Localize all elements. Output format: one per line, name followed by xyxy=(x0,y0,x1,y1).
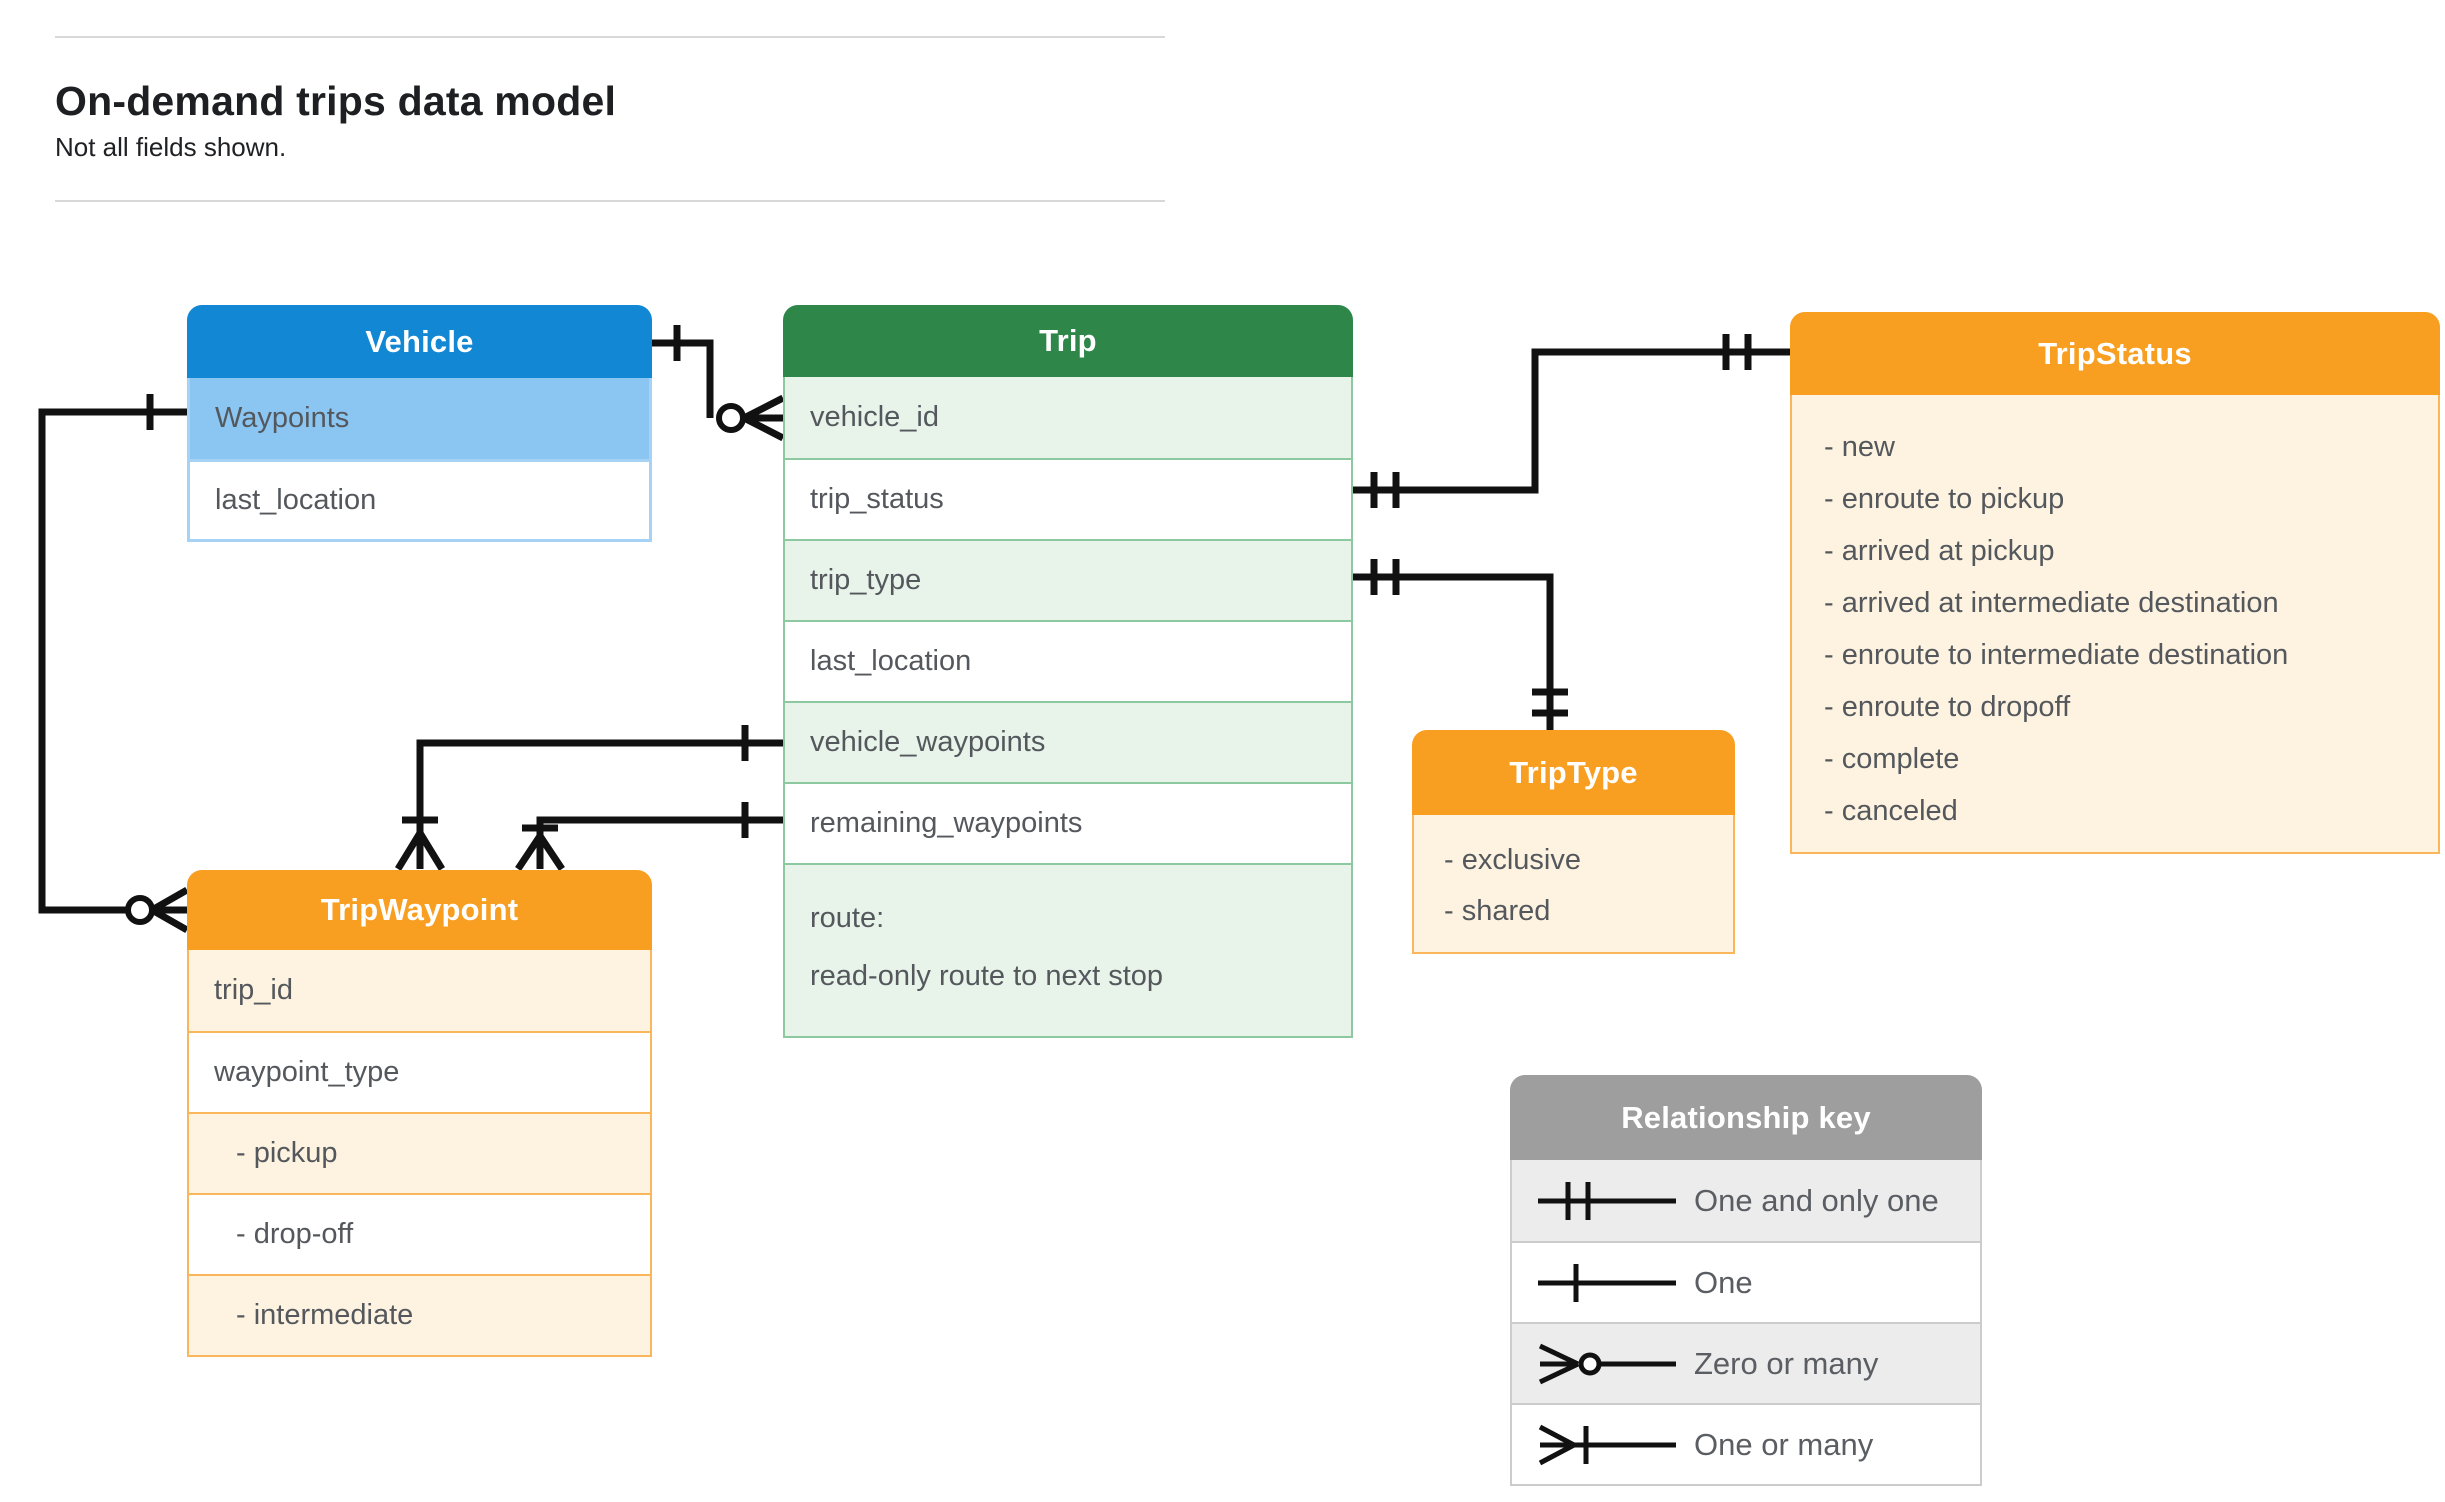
entity-tripwaypoint: TripWaypoint trip_id waypoint_type - pic… xyxy=(187,870,652,1357)
enum-value: - arrived at pickup xyxy=(1824,535,2055,567)
field-row-trip-id: trip_id xyxy=(189,950,650,1031)
enum-value: - enroute to intermediate destination xyxy=(1824,639,2289,671)
entity-vehicle-body: Waypoints last_location xyxy=(187,378,652,542)
field-row-trip-type: trip_type xyxy=(785,539,1351,620)
legend-label: One and only one xyxy=(1694,1182,1939,1218)
legend-item-zero-or-many: Zero or many xyxy=(1512,1322,1980,1403)
double-tick-icon xyxy=(1722,334,1752,370)
one-or-many-icon xyxy=(1538,1424,1676,1465)
entity-trip-header: Trip xyxy=(783,305,1353,377)
legend-label: Zero or many xyxy=(1694,1345,1879,1381)
top-divider xyxy=(55,36,1165,38)
enum-value: - arrived at intermediate destination xyxy=(1824,587,2279,619)
field-row-route: route: read-only route to next stop xyxy=(785,863,1351,1036)
entity-triptype-body: - exclusive - shared xyxy=(1412,815,1735,954)
page-subtitle: Not all fields shown. xyxy=(55,132,287,162)
zero-circle-icon xyxy=(716,403,746,433)
entity-trip-body: vehicle_id trip_status trip_type last_lo… xyxy=(783,377,1353,1038)
field-row-trip-status: trip_status xyxy=(785,458,1351,539)
enum-value: - canceled xyxy=(1824,795,1958,827)
crow-foot-icon xyxy=(742,394,785,442)
enum-row-pickup: - pickup xyxy=(189,1112,650,1193)
legend-item-one: One xyxy=(1512,1241,1980,1322)
heading-bottom-divider xyxy=(55,200,1165,202)
legend-label: One xyxy=(1694,1264,1753,1300)
zero-circle-icon xyxy=(125,895,155,925)
entity-vehicle: Vehicle Waypoints last_location xyxy=(187,305,652,542)
enum-value: - new xyxy=(1824,431,1895,463)
page-title: On-demand trips data model xyxy=(55,78,617,124)
connector-trip-vehicle-waypoints-to-tripwaypoint xyxy=(395,725,783,871)
enum-row-drop-off: - drop-off xyxy=(189,1193,650,1274)
double-tick-icon xyxy=(1532,688,1568,717)
enum-value: - exclusive xyxy=(1444,844,1581,876)
entity-tripwaypoint-header: TripWaypoint xyxy=(187,870,652,950)
enum-value: - enroute to dropoff xyxy=(1824,691,2071,723)
zero-or-many-icon xyxy=(1538,1343,1676,1384)
crow-foot-icon xyxy=(515,834,565,871)
connector-trip-remaining-waypoints-to-tripwaypoint xyxy=(515,802,783,871)
legend-label: One or many xyxy=(1694,1426,1874,1462)
entity-tripstatus: TripStatus - new - enroute to pickup - a… xyxy=(1790,312,2440,854)
legend-item-one-or-many: One or many xyxy=(1512,1403,1980,1484)
connector-vehicle-to-trip-vehicle-id xyxy=(652,325,785,442)
relationship-key: Relationship key One and only one One Ze… xyxy=(1510,1075,1982,1486)
legend-item-one-and-only-one: One and only one xyxy=(1512,1160,1980,1241)
double-tick-icon xyxy=(1370,559,1400,595)
crow-foot-icon xyxy=(150,886,189,934)
field-row-last-location: last_location xyxy=(785,620,1351,701)
enum-value: - enroute to pickup xyxy=(1824,483,2065,515)
entity-triptype: TripType - exclusive - shared xyxy=(1412,730,1735,954)
enum-row-intermediate: - intermediate xyxy=(189,1274,650,1355)
field-row-last-location: last_location xyxy=(190,459,649,539)
relationship-key-header: Relationship key xyxy=(1510,1075,1982,1160)
connector-vehicle-waypoints-to-tripwaypoint xyxy=(38,394,189,934)
field-row-waypoints: Waypoints xyxy=(190,378,649,459)
field-row-remaining-waypoints: remaining_waypoints xyxy=(785,782,1351,863)
connector-trip-status-to-tripstatus xyxy=(1353,334,1790,508)
entity-triptype-header: TripType xyxy=(1412,730,1735,815)
entity-trip: Trip vehicle_id trip_status trip_type la… xyxy=(783,305,1353,1038)
double-tick-icon xyxy=(1370,472,1400,508)
field-row-vehicle-id: vehicle_id xyxy=(785,377,1351,458)
field-row-vehicle-waypoints: vehicle_waypoints xyxy=(785,701,1351,782)
route-label: route: xyxy=(810,902,885,934)
relationship-key-body: One and only one One Zero or many One or… xyxy=(1510,1160,1982,1486)
route-description: read-only route to next stop xyxy=(810,960,1164,992)
entity-vehicle-header: Vehicle xyxy=(187,305,652,378)
one-and-only-one-icon xyxy=(1538,1181,1676,1220)
entity-tripstatus-body: - new - enroute to pickup - arrived at p… xyxy=(1790,395,2440,854)
crow-foot-icon xyxy=(395,831,445,871)
enum-value: - shared xyxy=(1444,895,1551,927)
enum-value: - complete xyxy=(1824,743,1960,775)
field-row-waypoint-type: waypoint_type xyxy=(189,1031,650,1112)
entity-tripstatus-header: TripStatus xyxy=(1790,312,2440,395)
connector-trip-type-to-triptype xyxy=(1353,559,1568,730)
one-icon xyxy=(1538,1263,1676,1302)
entity-tripwaypoint-body: trip_id waypoint_type - pickup - drop-of… xyxy=(187,950,652,1357)
